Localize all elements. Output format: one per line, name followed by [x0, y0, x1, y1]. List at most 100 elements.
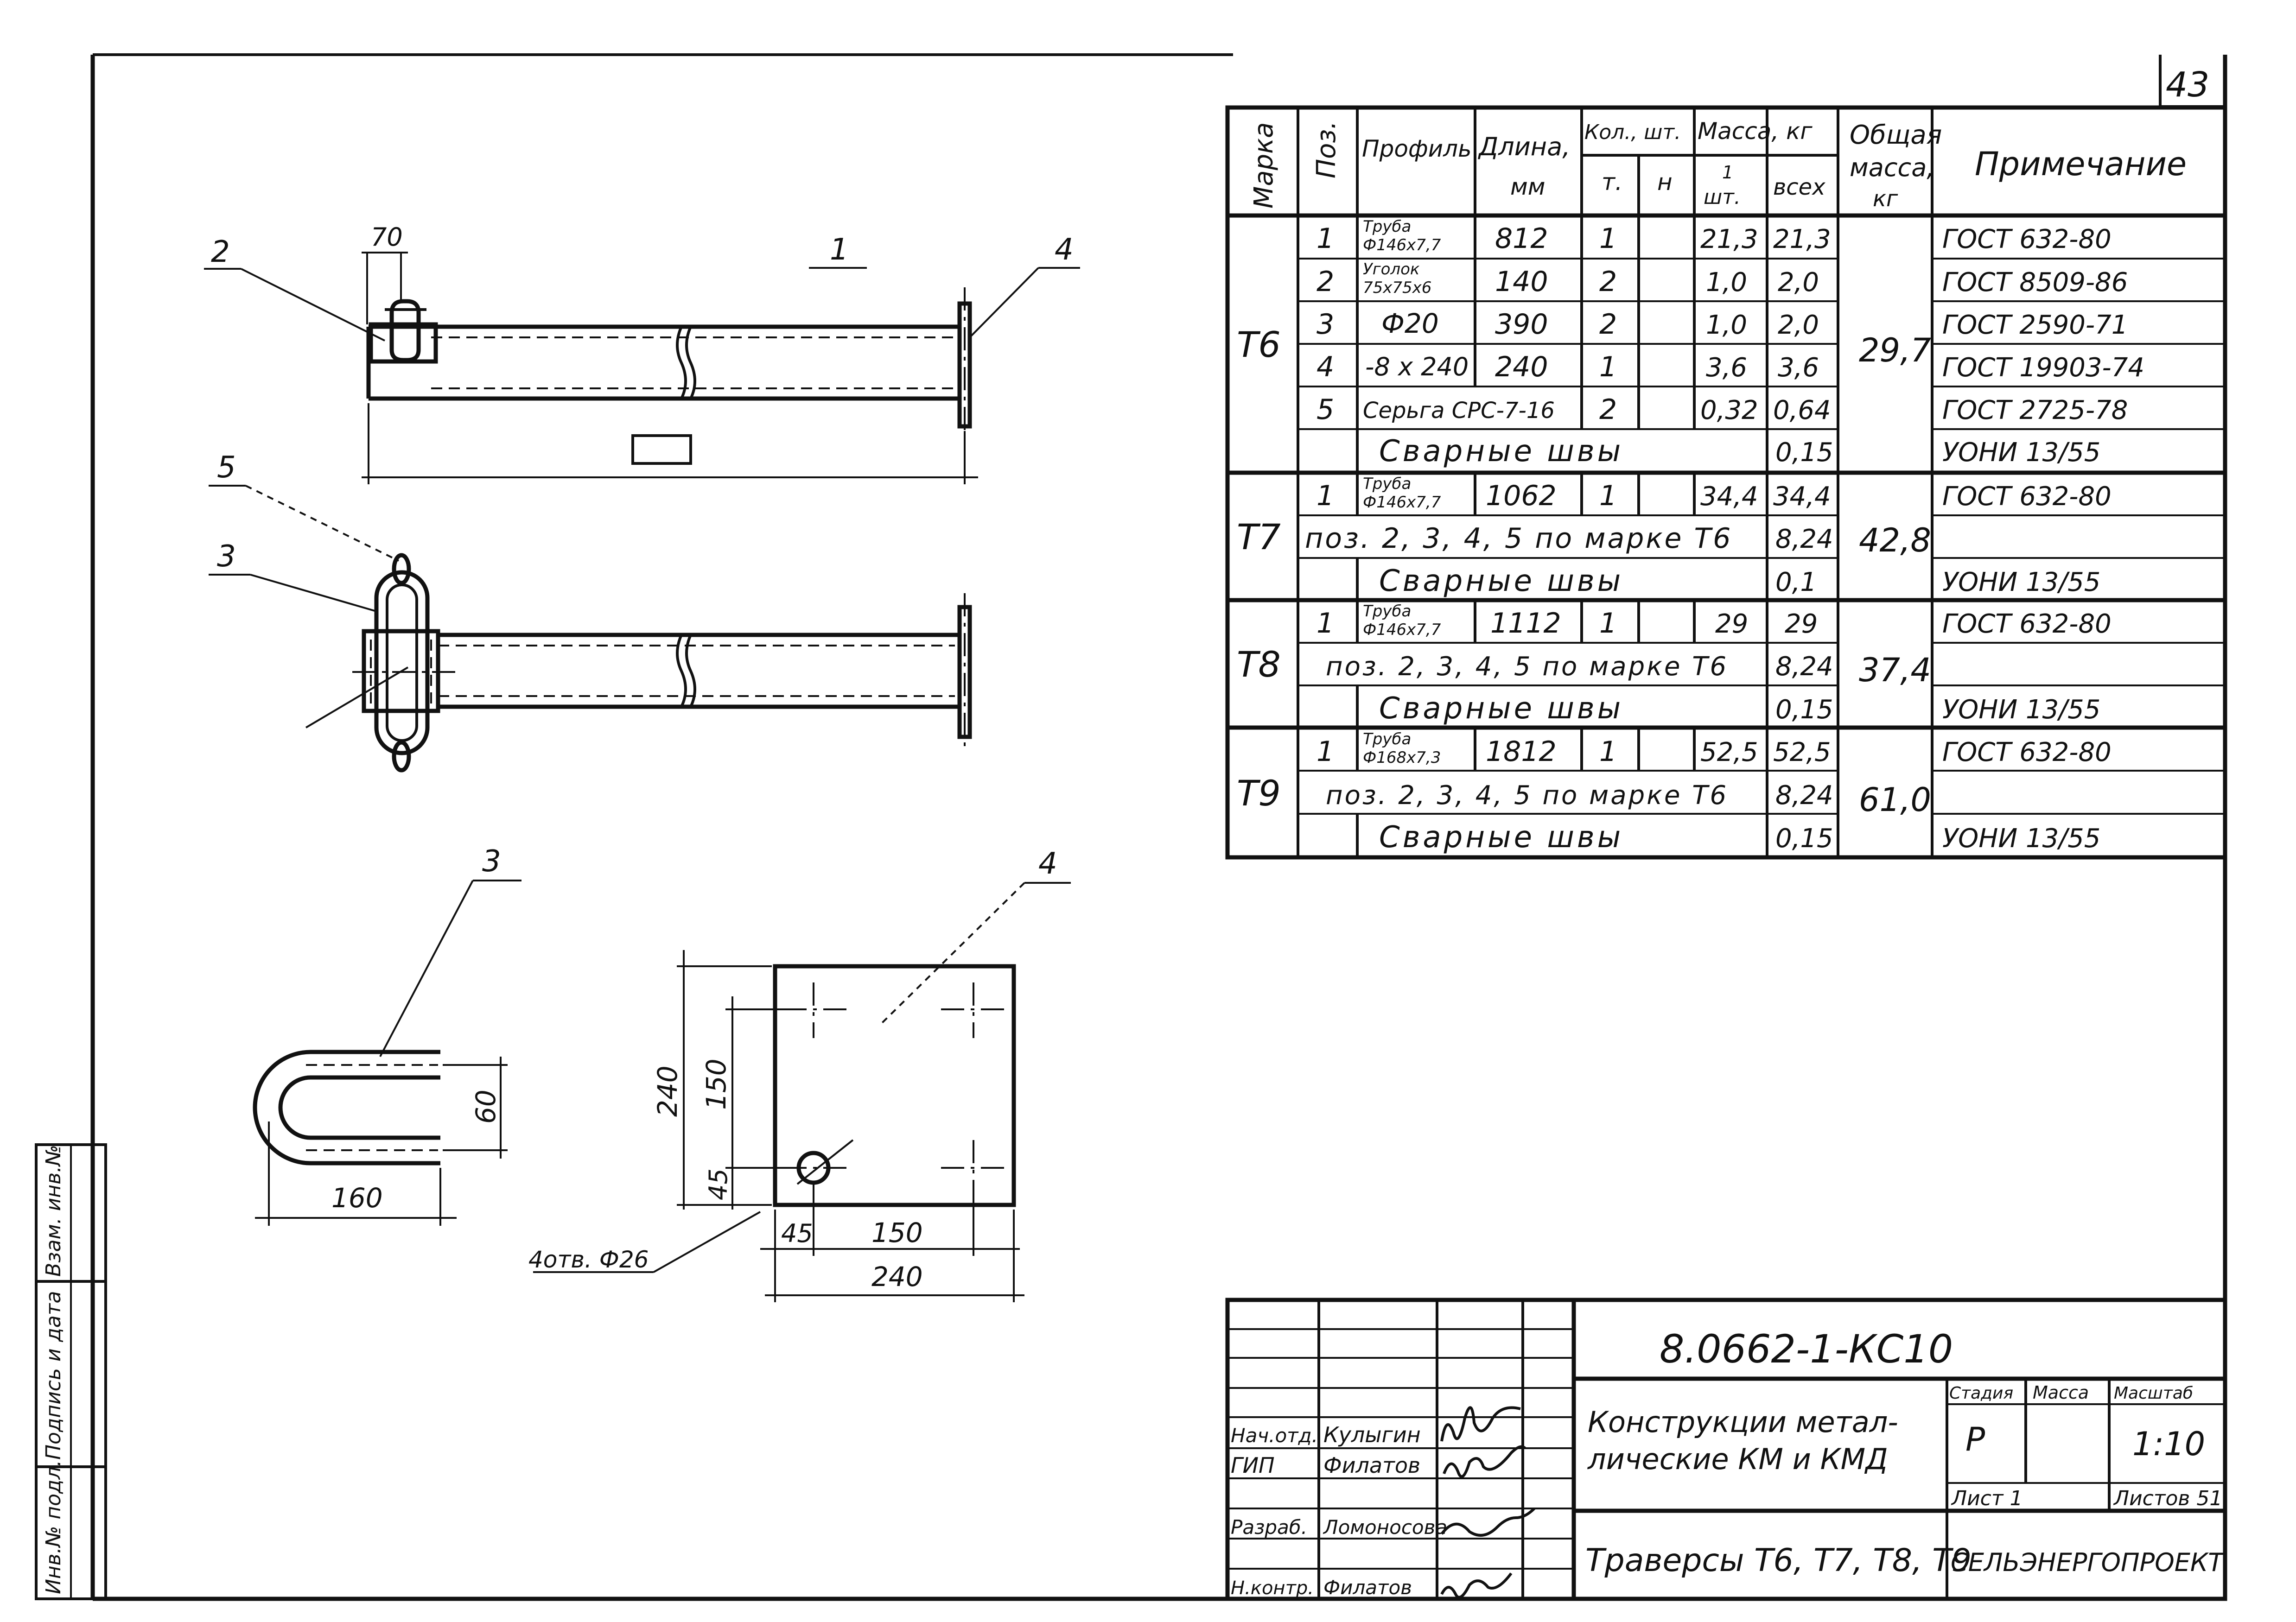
t6-r1-profile-a: Труба	[1363, 217, 1411, 236]
t6-r1-mass-one: 21,3	[1700, 224, 1758, 254]
name-3: Ломоносова	[1323, 1516, 1447, 1539]
t6-r5-note: ГОСТ 2725-78	[1942, 395, 2128, 425]
sheet-label: Лист 1	[1951, 1487, 2023, 1510]
t7-qty: 1	[1599, 480, 1617, 512]
t7-ref-mass: 8,24	[1775, 524, 1833, 554]
leader-4b: 4	[1038, 847, 1057, 881]
t9-pos: 1	[1317, 735, 1334, 768]
t6-r2-length: 140	[1495, 266, 1548, 298]
t6-r1-length: 812	[1495, 222, 1548, 255]
t6-r5-mass-one: 0,32	[1700, 395, 1758, 425]
t6-r3-qty: 2	[1599, 308, 1617, 341]
hdr-note: Примечание	[1975, 145, 2187, 183]
total-t7: 42,8	[1859, 521, 1931, 559]
t6-r4-length: 240	[1495, 351, 1548, 383]
t6-r3-profile: Ф20	[1381, 308, 1439, 339]
view-ubolt: 60 160 3	[253, 844, 522, 1226]
leader-2: 2	[211, 235, 230, 269]
view-plate: 4 240 150 45 45 150 240 4отв. Ф26	[528, 847, 1071, 1302]
work-title-b: лические КМ и КМД	[1587, 1442, 1888, 1476]
t6-r1-qty: 1	[1599, 222, 1617, 255]
dim-160: 160	[331, 1182, 383, 1214]
dim-45-h: 45	[781, 1219, 813, 1248]
mark-t9: Т9	[1237, 773, 1281, 814]
spec-table-header: Марка Поз. Профиль Длина, мм Кол., шт. т…	[1249, 118, 2187, 212]
stage-label: Стадия	[1949, 1384, 2013, 1403]
t8-welds-note: УОНИ 13/55	[1942, 695, 2100, 725]
t6-r4-pos: 4	[1317, 351, 1334, 383]
view-pipe-top: 70 2 1 4	[204, 222, 1080, 484]
name-4: Филатов	[1323, 1576, 1412, 1599]
leader-4: 4	[1055, 233, 1074, 267]
work-title-a: Конструкции метал-	[1588, 1405, 1898, 1439]
name-1: Кулыгин	[1323, 1422, 1421, 1447]
t7-welds: Сварные швы	[1379, 564, 1623, 598]
t7-profile-b: Ф146х7,7	[1363, 493, 1441, 512]
t6-welds-note: УОНИ 13/55	[1942, 437, 2100, 468]
t6-r2-profile-a: Уголок	[1363, 260, 1420, 279]
t6-welds-mass: 0,15	[1775, 437, 1833, 468]
t9-mass-all: 52,5	[1773, 737, 1831, 767]
t8-ref: поз. 2, 3, 4, 5 по марке Т6	[1326, 652, 1728, 682]
dim-150-h: 150	[871, 1217, 923, 1248]
spec-block-t7: Т7 42,8 1 Труба Ф146х7,7 1062 1 34,4 34,…	[1237, 475, 2112, 598]
leader-3: 3	[217, 539, 236, 574]
t8-profile-a: Труба	[1363, 602, 1411, 621]
hdr-total-c: кг	[1873, 186, 1898, 212]
title-block: 8.0662-1-КС10 Конструкции метал- лически…	[1225, 1298, 2227, 1601]
t7-note: ГОСТ 632-80	[1942, 482, 2112, 512]
hdr-qty-t: т.	[1602, 169, 1622, 196]
t6-r3-note: ГОСТ 2590-71	[1942, 310, 2128, 340]
hdr-mass-all: всех	[1773, 174, 1825, 200]
hdr-mass-one-b: шт.	[1704, 185, 1741, 209]
t6-r5-profile: Серьга СРС-7-16	[1363, 398, 1555, 424]
t6-r2-mass-one: 1,0	[1706, 267, 1747, 298]
t8-pos: 1	[1317, 607, 1334, 640]
t7-length: 1062	[1486, 480, 1557, 512]
t7-profile-a: Труба	[1363, 475, 1411, 493]
t6-r5-pos: 5	[1317, 393, 1334, 426]
mark-t6: Т6	[1237, 324, 1281, 365]
signature-3	[1440, 1507, 1536, 1537]
dim-45-v: 45	[704, 1168, 733, 1200]
t6-r1-mass-all: 21,3	[1773, 224, 1831, 254]
total-t9: 61,0	[1859, 781, 1931, 819]
page-number: 43	[2166, 65, 2209, 105]
t7-ref: поз. 2, 3, 4, 5 по марке Т6	[1305, 522, 1732, 555]
side-stamp-vzam: Взам. инв.№	[42, 1145, 65, 1277]
spec-block-t8: Т8 37,4 1 Труба Ф146х7,7 1112 1 29 29 ГО…	[1237, 602, 2112, 726]
t6-r5-qty: 2	[1599, 393, 1617, 426]
t8-mass-one: 29	[1715, 609, 1748, 639]
t6-r2-mass-all: 2,0	[1778, 267, 1819, 298]
t7-mass-all: 34,4	[1773, 482, 1831, 512]
total-t6: 29,7	[1859, 331, 1931, 369]
stage-value: Р	[1965, 1420, 1985, 1458]
hdr-qty: Кол., шт.	[1584, 120, 1681, 144]
signature-2	[1443, 1445, 1526, 1478]
hdr-qty-n: н	[1657, 169, 1673, 196]
spec-table	[1225, 105, 2227, 860]
hdr-mark: Марка	[1249, 122, 1279, 209]
scale-label: Масштаб	[2114, 1384, 2193, 1403]
t9-welds-mass: 0,15	[1775, 824, 1833, 854]
mark-t7: Т7	[1237, 516, 1281, 558]
org-name: СЕЛЬЭНЕРГОПРОЕКТ	[1951, 1548, 2225, 1577]
t6-r3-pos: 3	[1317, 308, 1334, 341]
t8-mass-all: 29	[1785, 609, 1818, 639]
t6-r2-note: ГОСТ 8509-86	[1942, 267, 2128, 298]
t6-r5-mass-all: 0,64	[1773, 395, 1831, 425]
spec-block-t6: Т6 29,7 1 Труба Ф146х7,7 812 1 21,3 21,3…	[1237, 217, 2144, 469]
mass-label: Масса	[2033, 1382, 2089, 1403]
t7-pos: 1	[1317, 480, 1334, 512]
dim-150-v: 150	[700, 1058, 732, 1110]
t6-r2-pos: 2	[1317, 266, 1334, 298]
t6-r4-profile: -8 х 240	[1365, 352, 1469, 381]
mark-t8: Т8	[1237, 644, 1281, 685]
signature-1	[1440, 1406, 1521, 1442]
t6-r4-mass-one: 3,6	[1706, 353, 1747, 383]
sheet-title: Траверсы Т6, Т7, Т8, Т9	[1585, 1542, 1972, 1579]
leader-1: 1	[830, 233, 849, 267]
hdr-total-a: Общая	[1850, 120, 1942, 150]
hdr-total-b: масса,	[1850, 153, 1934, 182]
